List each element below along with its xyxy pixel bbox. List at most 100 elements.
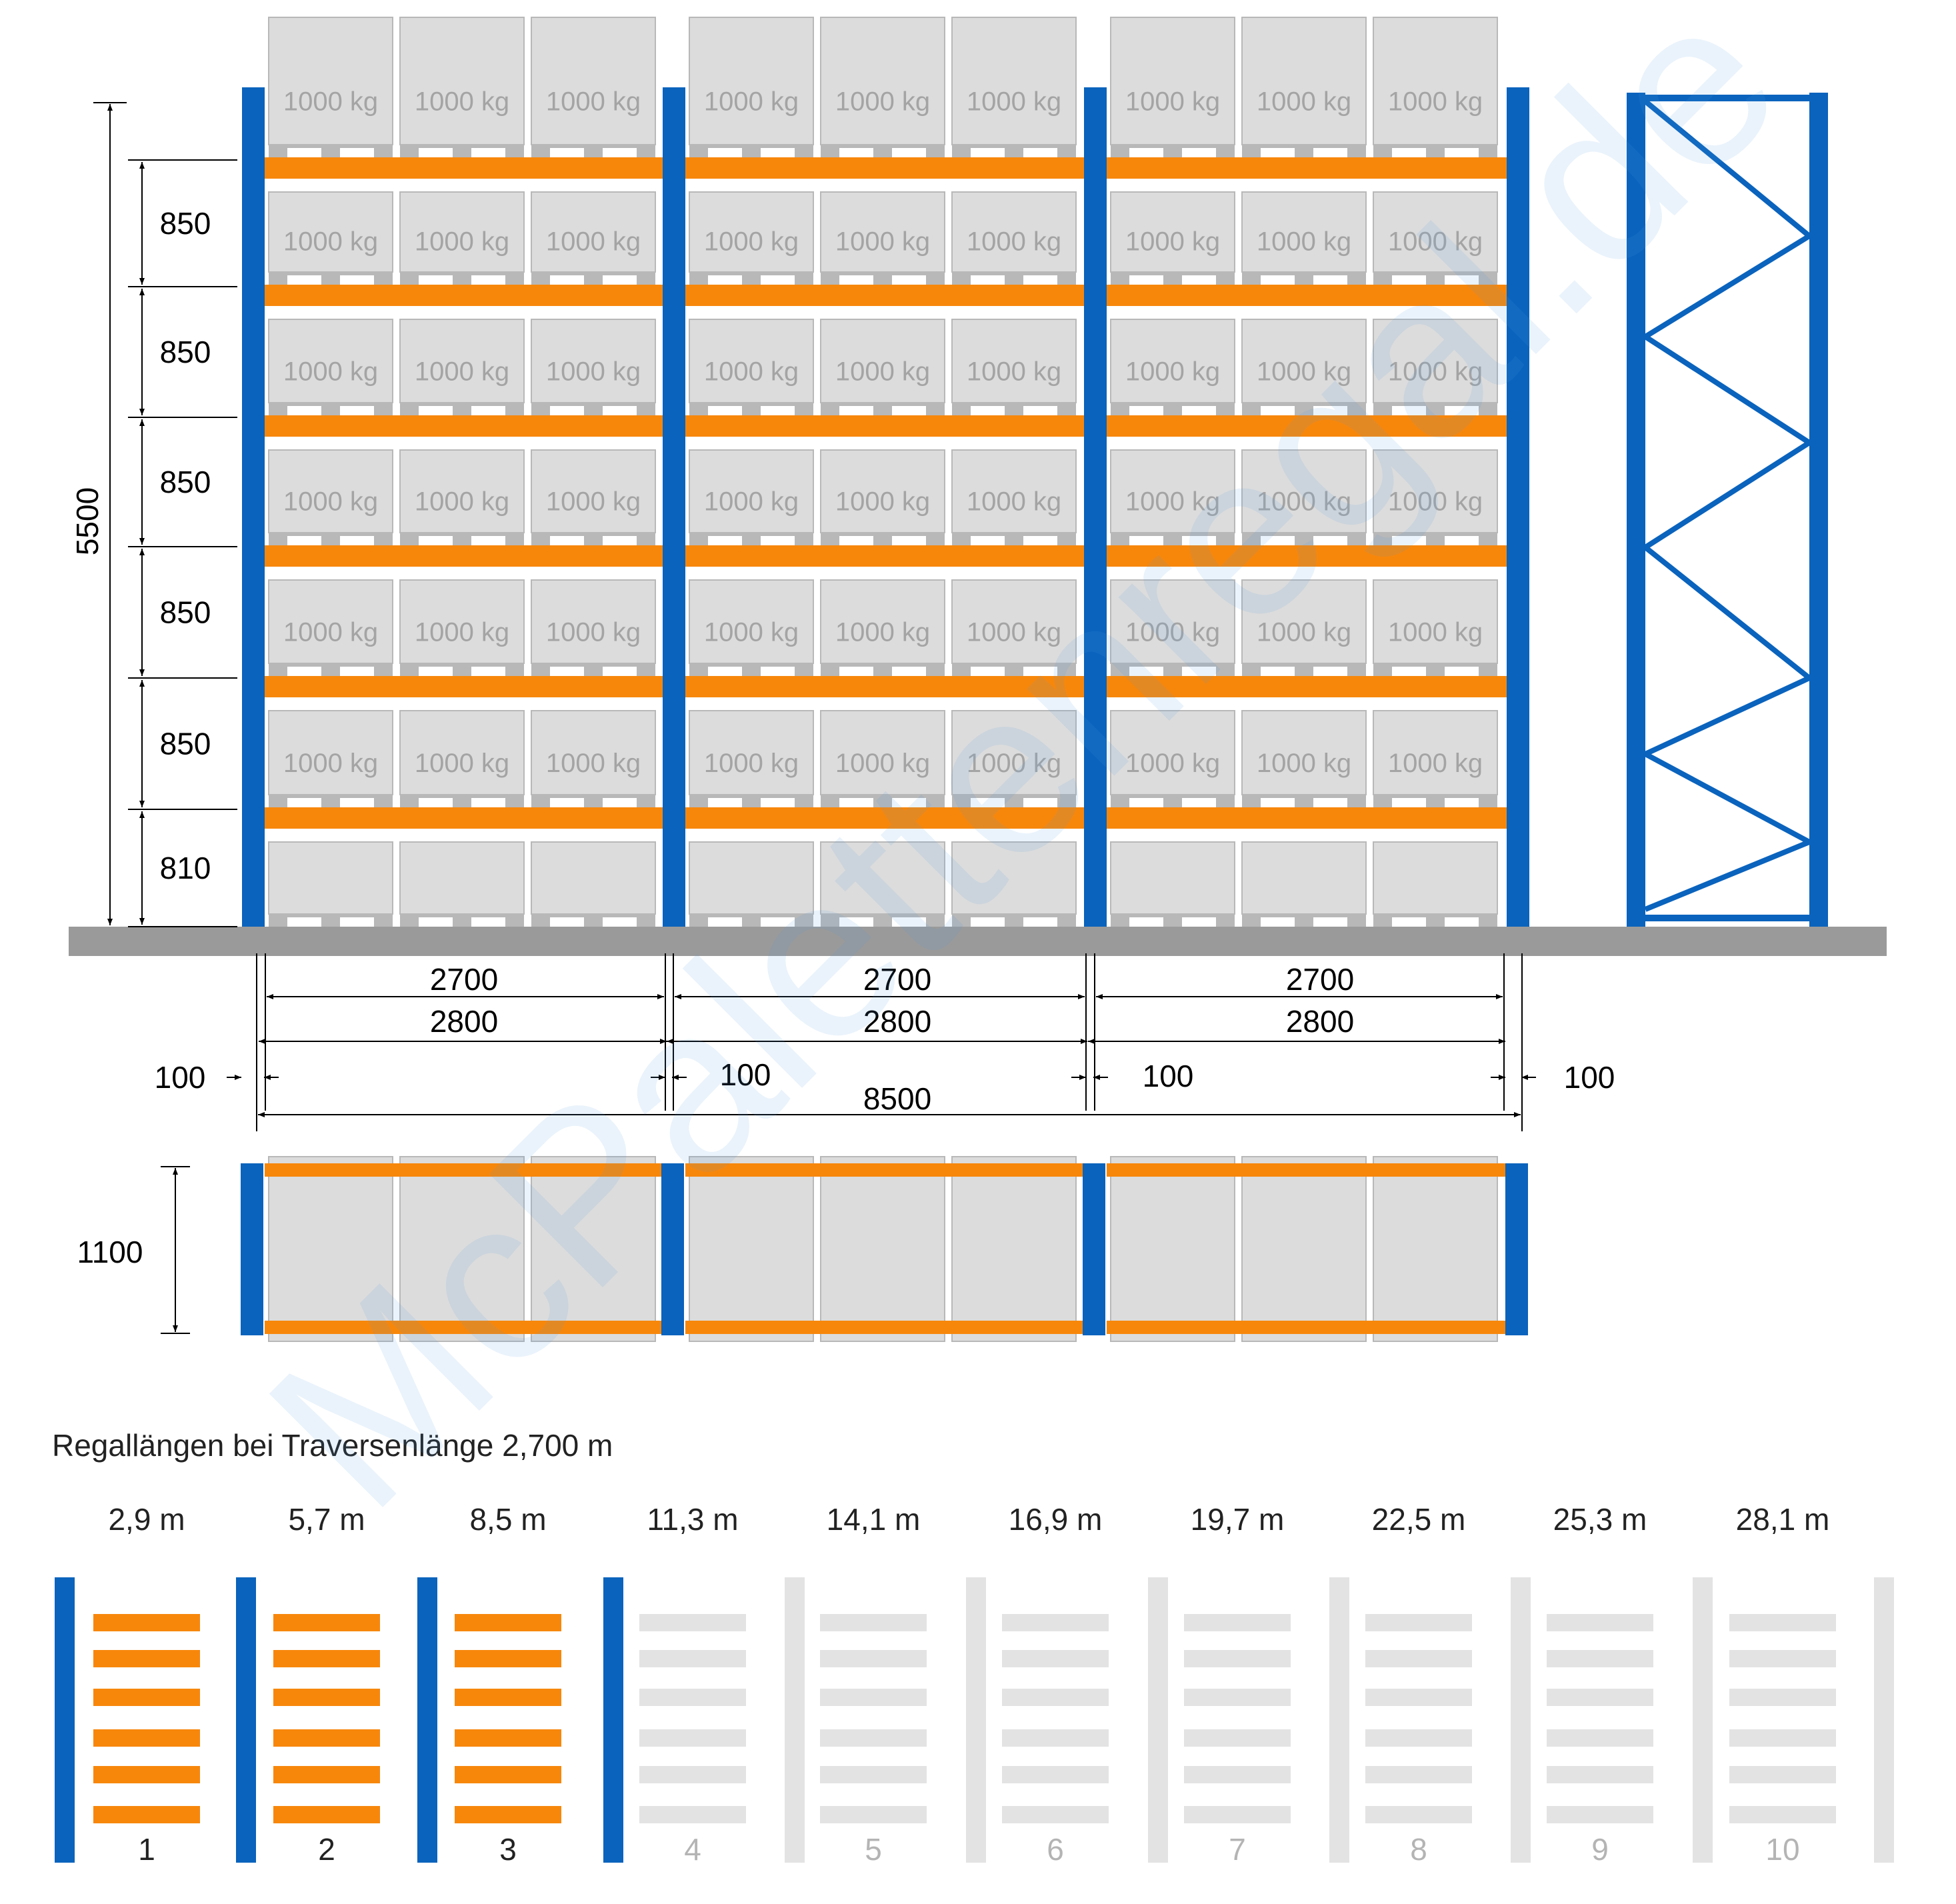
upright: [1084, 87, 1107, 927]
mini-beam: [455, 1729, 561, 1747]
upright-width-label: 100: [1564, 1060, 1615, 1095]
pallet-block: [269, 798, 287, 807]
pallet-weight-label: 1000 kg: [546, 487, 641, 517]
pallet: 1000 kg: [951, 191, 1077, 285]
pallet-block: [1216, 536, 1235, 545]
pallet-block: [821, 917, 839, 927]
upright: [242, 87, 265, 927]
mini-beam: [1184, 1650, 1291, 1667]
rack-bay-number: 4: [684, 1832, 701, 1867]
beam: [685, 545, 1084, 567]
pallet-block: [689, 275, 708, 285]
pallet-box: [689, 17, 814, 145]
pallet-weight-label: 1000 kg: [1388, 87, 1483, 116]
pallet-block: [321, 406, 340, 415]
pallet: 1000 kg: [689, 449, 814, 545]
pallet-weight-label: 1000 kg: [835, 227, 930, 257]
pallet: 1000 kg: [1373, 710, 1498, 807]
frame-upright-left: [1627, 93, 1645, 927]
mini-beam: [1365, 1729, 1472, 1747]
pallet-top-board: [531, 403, 655, 406]
pallet-top-board: [400, 403, 524, 406]
pallet-block: [1163, 536, 1182, 545]
pallet-block: [1111, 148, 1129, 157]
pallet-weight-label: 1000 kg: [704, 617, 799, 647]
mini-beam: [1002, 1729, 1109, 1747]
pallet-weight-label: 1000 kg: [1257, 487, 1351, 517]
pallet: 1000 kg: [820, 449, 945, 545]
pallet: 1000 kg: [1373, 17, 1498, 157]
frame-upright-right: [1809, 93, 1828, 927]
pallet-block: [689, 798, 708, 807]
pallet-box: [820, 17, 945, 145]
pallet-block: [1479, 275, 1497, 285]
mini-upright: [1693, 1577, 1713, 1863]
pallet-block: [926, 406, 945, 415]
mini-beam: [820, 1689, 927, 1706]
pallet-weight-label: 1000 kg: [835, 617, 930, 647]
pallet-block: [926, 667, 945, 676]
mini-upright: [1329, 1577, 1349, 1863]
pallet-box: [399, 191, 525, 273]
mini-beam: [93, 1806, 200, 1823]
beam: [265, 545, 663, 567]
pallet-weight-label: 1000 kg: [415, 617, 509, 647]
pallet-top-board: [1242, 403, 1366, 406]
pallet-top-board: [689, 403, 813, 406]
pallet: 1000 kg: [1241, 191, 1367, 285]
pallet-block: [453, 667, 471, 676]
pallet-block: [1111, 406, 1129, 415]
rack-bay-number: 8: [1410, 1832, 1427, 1867]
mini-beam: [93, 1689, 200, 1706]
pallet-top-board: [269, 533, 393, 536]
pallet-box: [1373, 449, 1498, 533]
pallet-block: [453, 798, 471, 807]
pallet-block: [795, 406, 813, 415]
pallet: 1000 kg: [820, 579, 945, 676]
mini-beam: [273, 1729, 380, 1747]
pallet-block: [742, 667, 761, 676]
pallet-weight-label: 1000 kg: [283, 487, 378, 517]
pallet-top-board: [531, 795, 655, 798]
top-view-pallet: [689, 1156, 814, 1342]
pallet-block: [821, 667, 839, 676]
pallet-block: [1295, 536, 1313, 545]
pallet-block: [1295, 667, 1313, 676]
pallet-block: [952, 917, 971, 927]
pallet-box: [951, 191, 1077, 273]
bay-width-label: 2800: [430, 1004, 498, 1039]
pallet: 1000 kg: [951, 17, 1077, 157]
bay-width-label: 2800: [863, 1004, 931, 1039]
pallet-box: [689, 319, 814, 403]
mini-beam: [1547, 1689, 1653, 1706]
side-frame-view: [1627, 93, 1828, 927]
mini-beam: [1547, 1614, 1653, 1631]
pallet-block: [269, 275, 287, 285]
mini-beam: [1547, 1806, 1653, 1823]
pallet: [1373, 841, 1498, 927]
mini-beam: [1547, 1766, 1653, 1783]
pallet-top-board: [1242, 795, 1366, 798]
pallet-block: [1295, 406, 1313, 415]
pallet-block: [531, 798, 550, 807]
mini-beam: [639, 1766, 746, 1783]
mini-upright: [55, 1577, 75, 1863]
pallet-block: [584, 536, 603, 545]
pallet-block: [873, 148, 892, 157]
pallet: 1000 kg: [399, 17, 525, 157]
pallet: [1110, 841, 1235, 927]
mini-beam: [639, 1614, 746, 1631]
pallet: 1000 kg: [268, 449, 393, 545]
pallet: 1000 kg: [820, 17, 945, 157]
pallet-block: [637, 798, 655, 807]
pallet-top-board: [689, 795, 813, 798]
pallet-box: [1373, 17, 1498, 145]
pallet-box: [399, 17, 525, 145]
upright-width-label: 100: [1143, 1059, 1194, 1093]
pallet-block: [795, 536, 813, 545]
top-view-upright: [1505, 1163, 1528, 1335]
pallet-block: [821, 536, 839, 545]
rack-bay-number: 2: [318, 1832, 335, 1867]
pallet: [268, 841, 393, 927]
